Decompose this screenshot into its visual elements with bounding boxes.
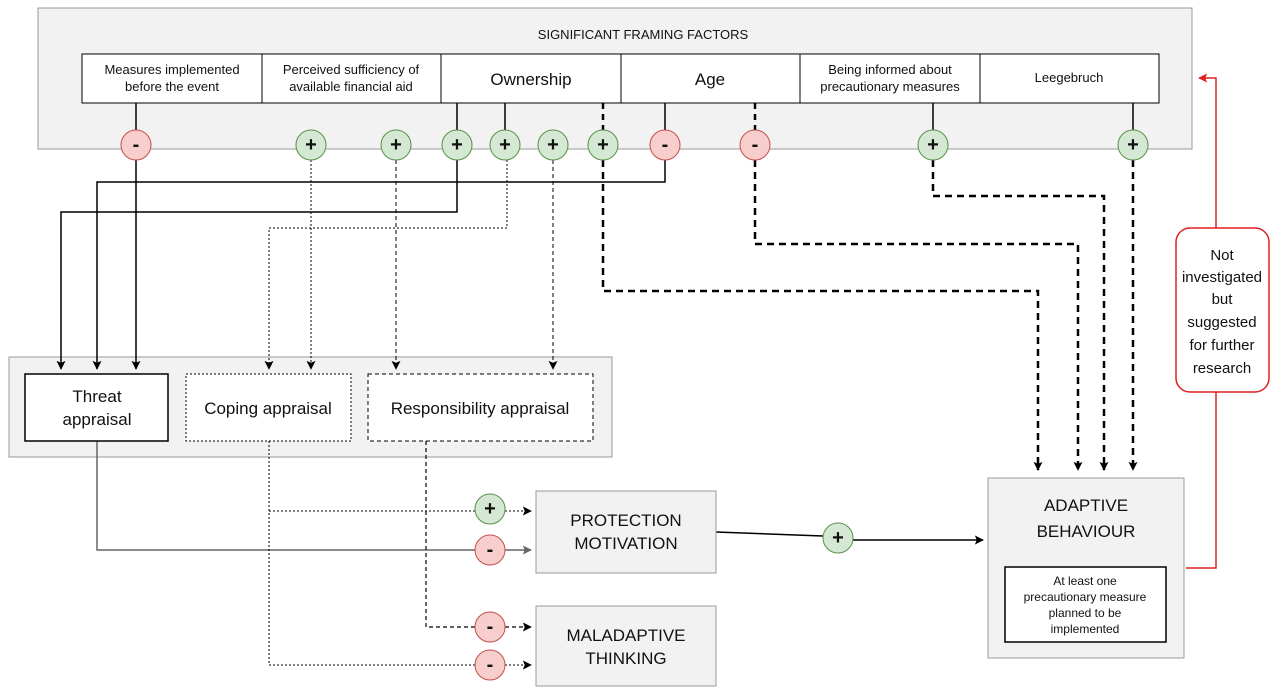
svg-text:-: - xyxy=(133,134,140,156)
svg-text:-: - xyxy=(487,539,494,561)
plus-sign: + xyxy=(474,493,506,525)
svg-text:+: + xyxy=(832,527,844,549)
plus-sign: + xyxy=(295,129,327,161)
svg-text:appraisal: appraisal xyxy=(63,410,132,429)
svg-text:research: research xyxy=(1193,360,1251,377)
svg-text:investigated: investigated xyxy=(1182,269,1262,286)
plus-sign: + xyxy=(1117,129,1149,161)
svg-text:Responsibility appraisal: Responsibility appraisal xyxy=(391,399,570,418)
svg-text:-: - xyxy=(752,134,759,156)
svg-text:At least one: At least one xyxy=(1053,574,1117,588)
minus-sign: - xyxy=(120,129,152,161)
minus-sign: - xyxy=(474,611,506,643)
svg-text:+: + xyxy=(305,134,317,156)
responsibility-inputs xyxy=(391,160,558,370)
minus-sign: - xyxy=(739,129,771,161)
svg-text:-: - xyxy=(487,654,494,676)
factor-financial-aid-label: Perceived sufficiency of xyxy=(283,62,420,77)
factor-labels: Measures implemented before the event Pe… xyxy=(104,62,1103,94)
threat-appraisal-box: Threat appraisal xyxy=(24,373,169,442)
maladaptive-thinking-box: MALADAPTIVE THINKING xyxy=(535,605,717,687)
svg-text:MOTIVATION: MOTIVATION xyxy=(574,534,677,553)
factor-informed-label-2: precautionary measures xyxy=(820,79,960,94)
factor-measures-label: Measures implemented xyxy=(104,62,239,77)
plus-sign: + xyxy=(822,522,854,554)
factor-to-sign-dashed-stems xyxy=(601,103,757,130)
svg-text:+: + xyxy=(451,134,463,156)
factor-age-label: Age xyxy=(695,70,725,89)
plus-sign: + xyxy=(380,129,412,161)
svg-text:ADAPTIVE: ADAPTIVE xyxy=(1044,496,1128,515)
svg-text:implemented: implemented xyxy=(1051,622,1120,636)
factor-informed-label: Being informed about xyxy=(828,62,952,77)
svg-text:Not: Not xyxy=(1210,247,1234,264)
svg-text:-: - xyxy=(487,616,494,638)
svg-text:MALADAPTIVE: MALADAPTIVE xyxy=(566,626,685,645)
protection-to-adaptive xyxy=(715,531,984,545)
svg-text:precautionary measure: precautionary measure xyxy=(1024,590,1147,604)
svg-text:+: + xyxy=(484,498,496,520)
svg-text:PROTECTION: PROTECTION xyxy=(570,511,681,530)
svg-text:+: + xyxy=(1127,134,1139,156)
adaptive-inputs xyxy=(601,160,1138,471)
adaptive-behaviour-box: ADAPTIVE BEHAVIOUR At least one precauti… xyxy=(987,477,1185,659)
protection-motivation-box: PROTECTION MOTIVATION xyxy=(535,490,717,574)
plus-sign: + xyxy=(587,129,619,161)
factor-boxes xyxy=(81,53,1160,104)
responsibility-output xyxy=(425,441,532,632)
adaptive-detail-box xyxy=(1004,566,1167,643)
minus-sign: - xyxy=(474,649,506,681)
factor-to-sign-stems xyxy=(135,98,1134,130)
factor-financial-aid-label-2: available financial aid xyxy=(289,79,413,94)
plus-sign: + xyxy=(917,129,949,161)
minus-sign: - xyxy=(474,534,506,566)
threat-to-protection xyxy=(96,441,532,555)
svg-text:+: + xyxy=(597,134,609,156)
plus-sign: + xyxy=(537,129,569,161)
coping-outputs xyxy=(268,441,532,670)
factor-leegebruch-label: Leegebruch xyxy=(1035,70,1104,85)
factor-ownership-label: Ownership xyxy=(490,70,571,89)
svg-text:for further: for further xyxy=(1189,337,1254,354)
svg-text:Coping appraisal: Coping appraisal xyxy=(204,399,332,418)
svg-text:+: + xyxy=(927,134,939,156)
svg-text:but: but xyxy=(1212,291,1234,308)
svg-text:BEHAVIOUR: BEHAVIOUR xyxy=(1037,522,1136,541)
svg-text:+: + xyxy=(547,134,559,156)
further-research-note: Not investigated but suggested for furth… xyxy=(1175,227,1270,393)
responsibility-appraisal-box: Responsibility appraisal xyxy=(367,373,594,442)
factor-measures-label-2: before the event xyxy=(125,79,219,94)
svg-text:suggested: suggested xyxy=(1187,314,1256,331)
plus-sign: + xyxy=(489,129,521,161)
coping-appraisal-box: Coping appraisal xyxy=(185,373,352,442)
svg-text:+: + xyxy=(390,134,402,156)
svg-text:+: + xyxy=(499,134,511,156)
minus-sign: - xyxy=(649,129,681,161)
svg-text:-: - xyxy=(662,134,669,156)
framing-factors-title: SIGNIFICANT FRAMING FACTORS xyxy=(538,27,749,42)
svg-text:planned to be: planned to be xyxy=(1049,606,1122,620)
plus-sign: + xyxy=(441,129,473,161)
svg-text:THINKING: THINKING xyxy=(585,649,666,668)
threat-inputs xyxy=(56,160,666,370)
svg-text:Threat: Threat xyxy=(72,387,121,406)
coping-inputs xyxy=(264,160,508,370)
